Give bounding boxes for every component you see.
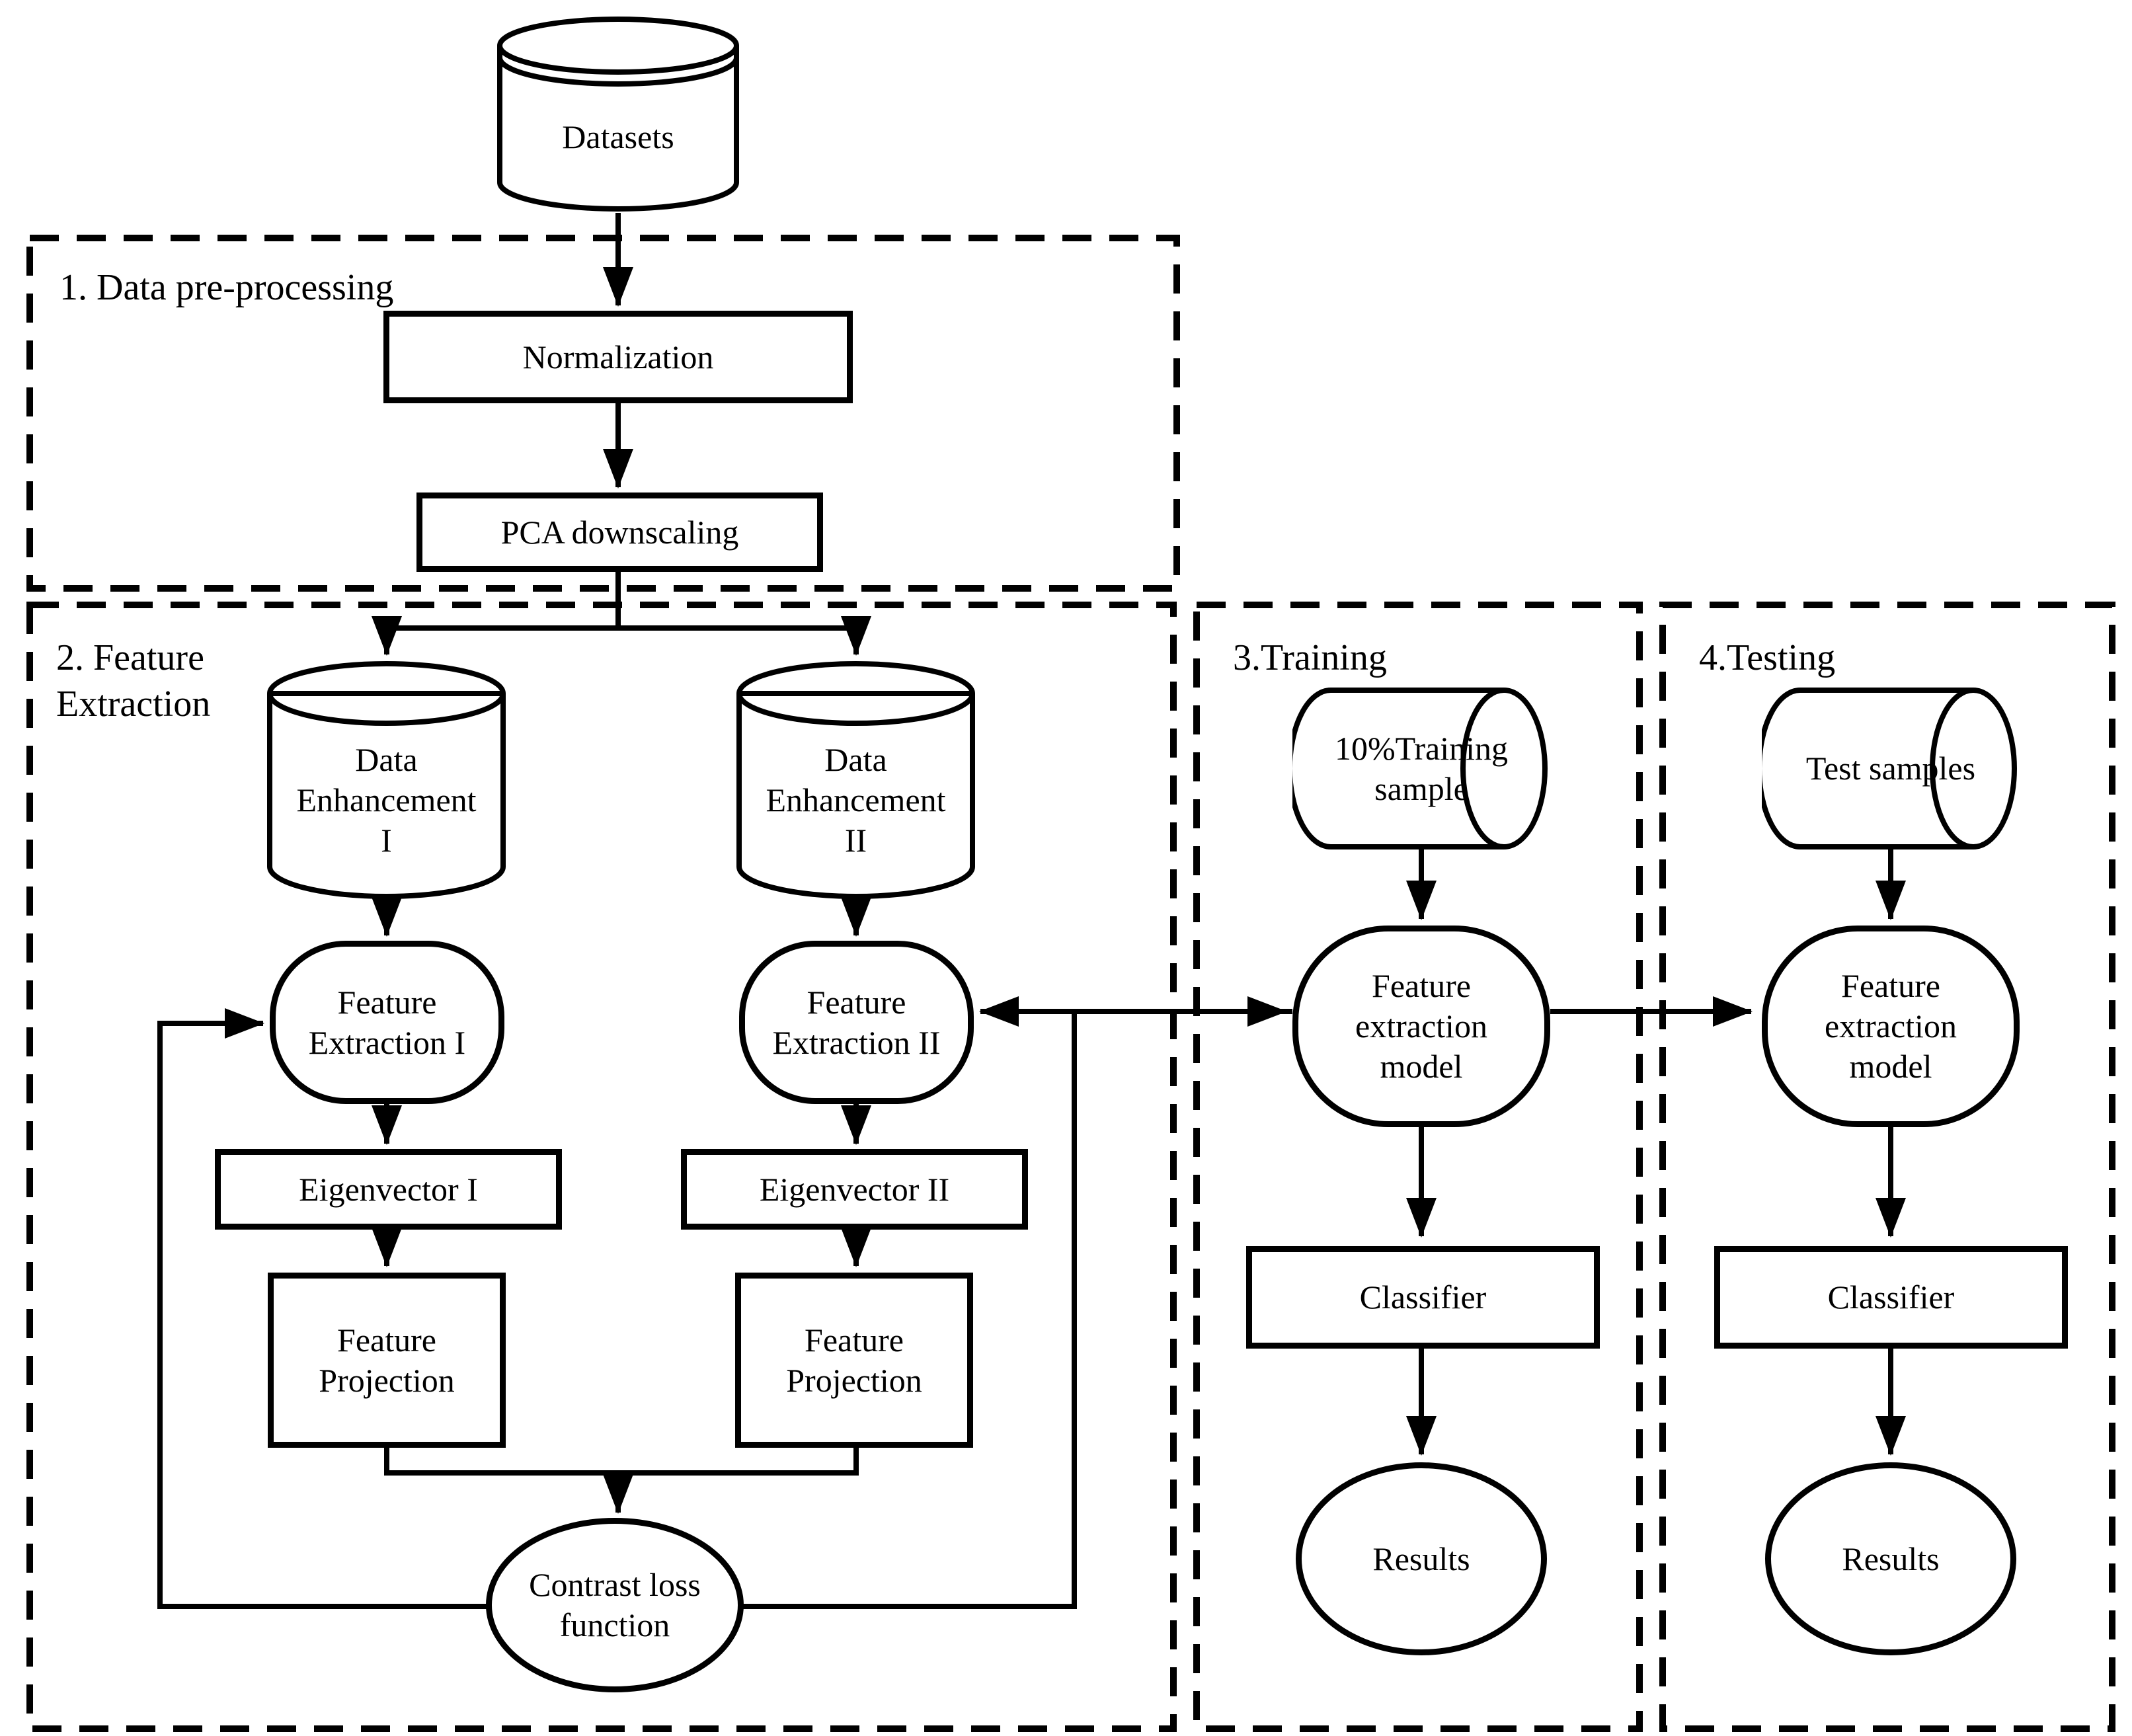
- node-datasets: Datasets: [496, 17, 740, 212]
- section-2-label: 2. Feature Extraction: [56, 637, 211, 725]
- node-test-classifier: Classifier: [1714, 1246, 2068, 1349]
- node-eigenvector-1: Eigenvector I: [215, 1149, 562, 1230]
- section-4-border: [1659, 602, 2115, 1732]
- node-feature-projection-1: Feature Projection: [268, 1273, 506, 1448]
- node-feature-extraction-2: Feature Extraction II: [739, 941, 974, 1104]
- node-feature-projection-2: Feature Projection: [735, 1273, 973, 1448]
- node-train-feature-extraction-model: Feature extraction model: [1292, 926, 1550, 1127]
- section-4-label: 4.Testing: [1699, 637, 1836, 678]
- section-2-border: [26, 602, 1177, 1732]
- node-test-samples: Test samples: [1762, 688, 2020, 849]
- section-3-label: 3.Training: [1233, 637, 1387, 678]
- section-1-label: 1. Data pre-processing: [59, 267, 394, 308]
- node-eigenvector-2: Eigenvector II: [681, 1149, 1028, 1230]
- node-normalization: Normalization: [383, 311, 853, 403]
- node-test-results: Results: [1765, 1462, 2016, 1655]
- datasets-cylinder-shape: [497, 17, 739, 212]
- node-contrast-loss-function: Contrast loss function: [486, 1518, 744, 1692]
- training-sample-cylinder-shape: [1292, 688, 1548, 849]
- test-samples-cylinder-shape: [1762, 688, 2017, 849]
- node-test-feature-extraction-model: Feature extraction model: [1762, 926, 2020, 1127]
- section-3-border: [1193, 602, 1643, 1732]
- node-data-enhancement-2: Data Enhancement II: [735, 661, 976, 899]
- node-data-enhancement-1: Data Enhancement I: [266, 661, 507, 899]
- line-feedback-right: [740, 1014, 1077, 1609]
- data-enhancement-2-cylinder-shape: [736, 661, 975, 899]
- section-1-border: [26, 235, 1180, 592]
- node-train-results: Results: [1296, 1462, 1547, 1655]
- data-enhancement-1-cylinder-shape: [267, 661, 506, 899]
- node-pca-downscaling: PCA downscaling: [416, 493, 823, 572]
- node-training-sample: 10%Training sample: [1292, 688, 1550, 849]
- node-train-classifier: Classifier: [1246, 1246, 1600, 1349]
- arrow-feedback-featext1: [157, 1008, 489, 1609]
- connectors: [157, 213, 1906, 1609]
- node-feature-extraction-1: Feature Extraction I: [270, 941, 504, 1104]
- section-borders: [26, 235, 2115, 1732]
